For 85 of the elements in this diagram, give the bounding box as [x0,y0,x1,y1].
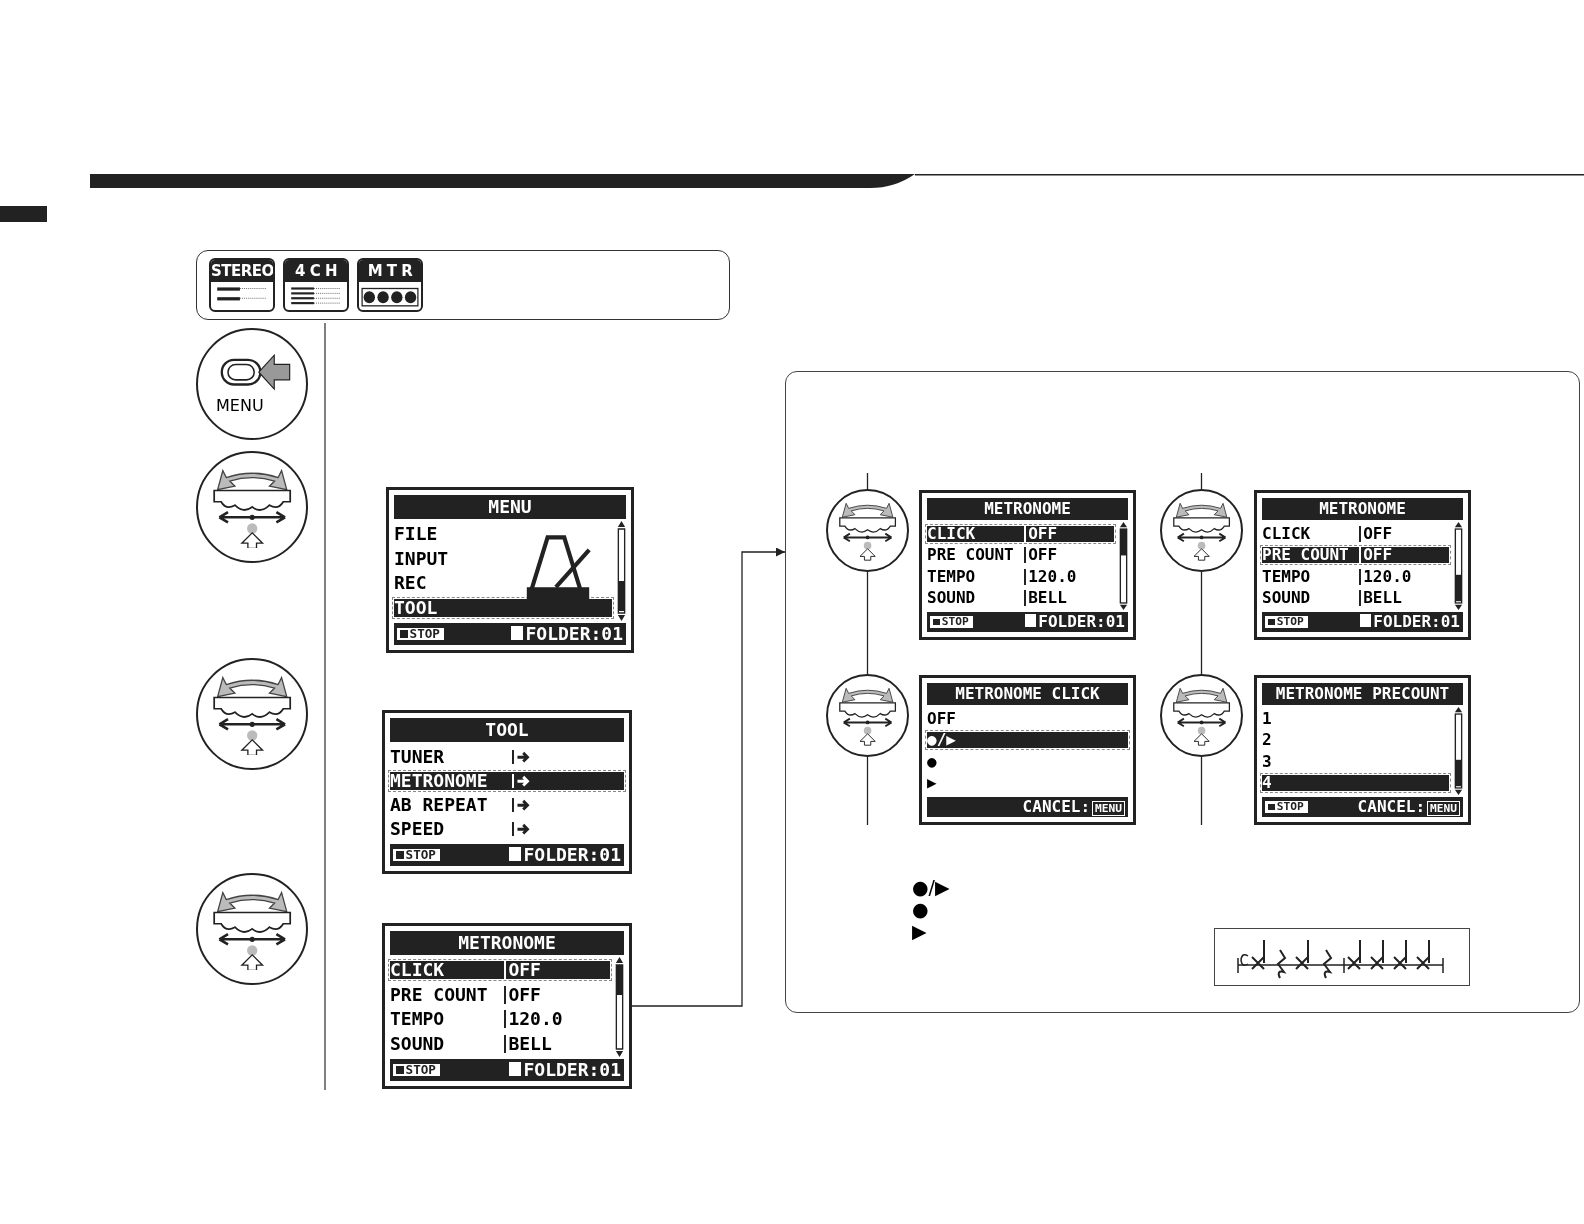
menu-item: 2 [1262,732,1272,749]
connector-line [1200,472,1203,490]
menu-item: TEMPO [927,568,977,585]
lcd-screen [1254,675,1471,825]
connector-line [1200,756,1203,826]
screen-title: METRONOME [390,931,624,955]
screen-title: MENU [394,495,626,519]
screen-title: TOOL [390,718,624,742]
connector-line [866,472,869,490]
stop-label: STOP [930,616,973,628]
symbol-label: ● [912,898,929,920]
menu-item: AB REPEAT [390,796,489,814]
mode-name: STEREO [211,260,273,282]
setting-value: OFF [1359,547,1393,564]
setting-value: 120.0 [504,1010,563,1029]
menu-item: PRE COUNT [1262,547,1350,564]
screen-title: METRONOME PRECOUNT [1262,683,1463,705]
menu-item: REC [394,574,427,593]
connector-line [631,547,786,1007]
folder-label: FOLDER:01 [508,846,621,864]
menu-item: ●/▶ [927,732,956,749]
mode-name: M T R [359,260,421,282]
menu-item: 4 [1262,775,1272,792]
menu-item: 3 [1262,753,1272,770]
symbol-label: ▶ [912,920,927,942]
menu-item: 1 [1262,710,1272,727]
lcd-screen [919,675,1136,825]
menu-item: TOOL [394,598,438,617]
mode-name: 4 C H [285,260,347,282]
menu-item: ▶ [927,775,937,792]
stop-label: STOP [393,1063,440,1077]
menu-item: PRE COUNT [390,985,489,1004]
menu-item: SOUND [1262,590,1312,607]
symbol-label: ●/▶ [912,876,950,898]
stop-label: STOP [1265,616,1308,628]
setting-value: OFF [1024,525,1058,542]
stop-label: STOP [1265,801,1308,813]
folder-label: FOLDER:01 [510,625,623,643]
mode-panel [196,250,730,320]
setting-value: BELL [1024,590,1067,607]
menu-item: SOUND [927,590,977,607]
menu-item: TEMPO [390,1010,446,1029]
menu-item: TEMPO [1262,568,1312,585]
menu-item: METRONOME [390,772,489,790]
menu-item: PRE COUNT [927,547,1015,564]
setting-value: OFF [1024,547,1058,564]
setting-value: OFF [504,961,541,980]
menu-item: FILE [394,525,438,544]
setting-value: OFF [1359,525,1393,542]
folder-label: FOLDER:01 [1025,614,1125,630]
stop-label: STOP [397,627,444,641]
menu-item: CLICK [927,525,977,542]
connector-line [866,756,869,826]
lcd-screen [382,710,632,874]
screen-title: METRONOME [927,498,1128,520]
setting-value: BELL [1359,590,1402,607]
connector-line [1200,571,1203,675]
cancel-label: CANCEL: [1357,797,1426,816]
connector-line [866,571,869,675]
menu-key-label: MENU [1092,801,1125,816]
menu-key-label: MENU [1427,801,1460,816]
stop-label: STOP [393,848,440,862]
setting-value: 120.0 [1024,568,1077,585]
menu-item: TUNER [390,748,446,766]
folder-label: FOLDER:01 [508,1061,621,1079]
lcd-screen [1254,490,1471,640]
lcd-screen [919,490,1136,640]
lcd-screen [386,487,634,653]
screen-title: METRONOME CLICK [927,683,1128,705]
menu-item: SOUND [390,1034,446,1053]
menu-item: ● [927,753,937,770]
setting-value: OFF [504,985,541,1004]
menu-item: OFF [927,710,956,727]
folder-label: FOLDER:01 [1360,614,1460,630]
menu-item: CLICK [390,961,446,980]
screen-title: METRONOME [1262,498,1463,520]
cancel-label: CANCEL: [1022,797,1091,816]
instruction-panel [785,371,1580,1013]
setting-value: 120.0 [1359,568,1412,585]
menu-item: INPUT [394,549,449,568]
button-label: MENU [216,396,264,415]
menu-item: CLICK [1262,525,1312,542]
menu-item: SPEED [390,820,446,838]
lcd-screen [382,923,632,1089]
setting-value: BELL [504,1034,552,1053]
